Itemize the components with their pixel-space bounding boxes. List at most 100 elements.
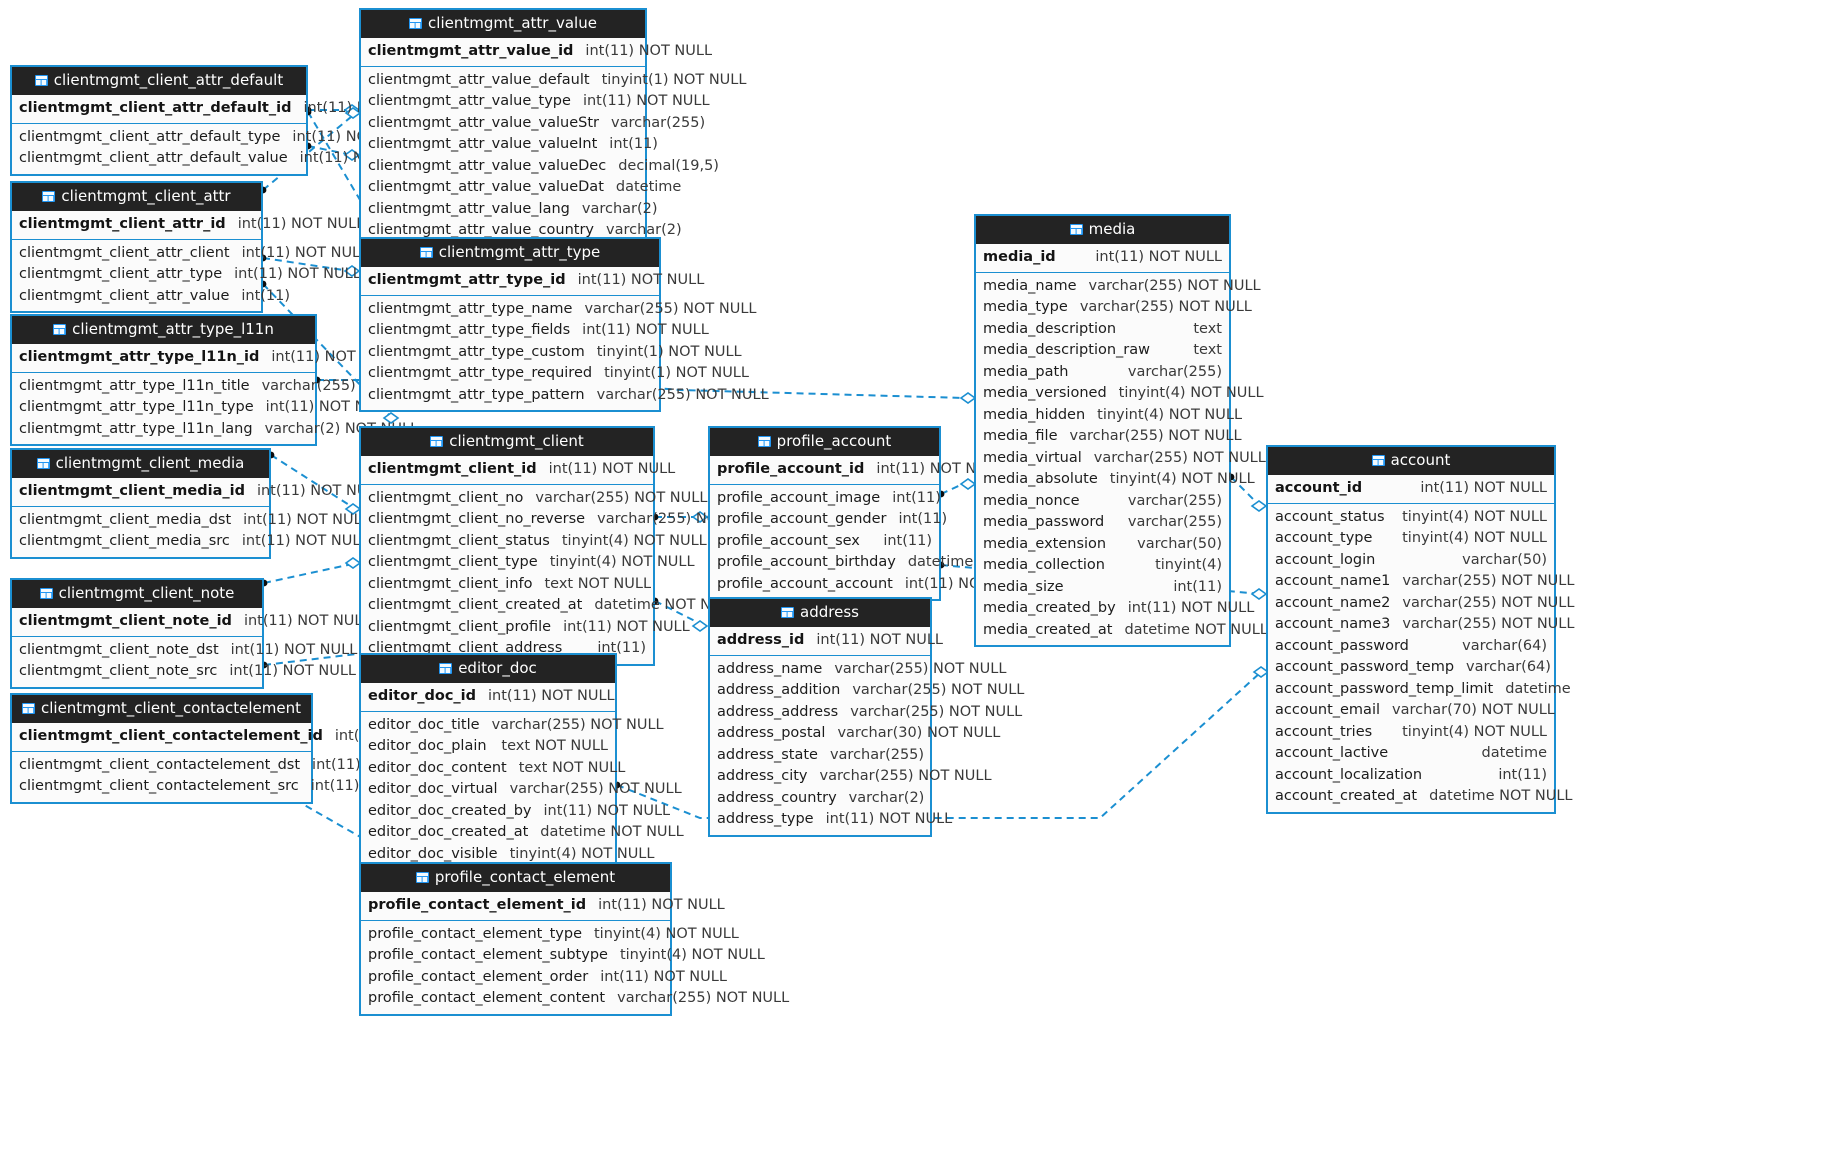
entity-table-clientmgmt_client_attr_default[interactable]: clientmgmt_client_attr_default clientmgmt… bbox=[10, 65, 430, 176]
primary-key-row[interactable]: clientmgmt_client_contactelement_idint(1… bbox=[12, 723, 461, 752]
entity-title-bar[interactable]: clientmgmt_client bbox=[361, 428, 653, 456]
entity-title-bar[interactable]: clientmgmt_client_contactelement bbox=[12, 695, 311, 723]
entity-table-clientmgmt_attr_value[interactable]: clientmgmt_attr_value clientmgmt_attr_val… bbox=[359, 8, 746, 248]
entity-title-bar[interactable]: profile_account bbox=[710, 428, 939, 456]
entity-table-clientmgmt_client_attr[interactable]: clientmgmt_client_attr clientmgmt_client_… bbox=[10, 181, 368, 313]
entity-title-bar[interactable]: clientmgmt_attr_type_l11n bbox=[12, 316, 315, 344]
entity-title-bar[interactable]: profile_contact_element bbox=[361, 864, 670, 892]
entity-title-bar[interactable]: clientmgmt_client_media bbox=[12, 450, 269, 478]
entity-title-bar[interactable]: editor_doc bbox=[361, 655, 615, 683]
entity-title-bar[interactable]: clientmgmt_attr_value bbox=[361, 10, 645, 38]
entity-title-bar[interactable]: clientmgmt_attr_type bbox=[361, 239, 659, 267]
entity-title-bar[interactable]: media bbox=[976, 216, 1229, 244]
entity-table-clientmgmt_attr_type[interactable]: clientmgmt_attr_type clientmgmt_attr_type… bbox=[359, 237, 769, 412]
entity-title-bar[interactable]: clientmgmt_client_attr_default bbox=[12, 67, 306, 95]
entity-title-bar[interactable]: clientmgmt_client_attr bbox=[12, 183, 261, 211]
entity-table-clientmgmt_client_media[interactable]: clientmgmt_client_media clientmgmt_client… bbox=[10, 448, 384, 559]
